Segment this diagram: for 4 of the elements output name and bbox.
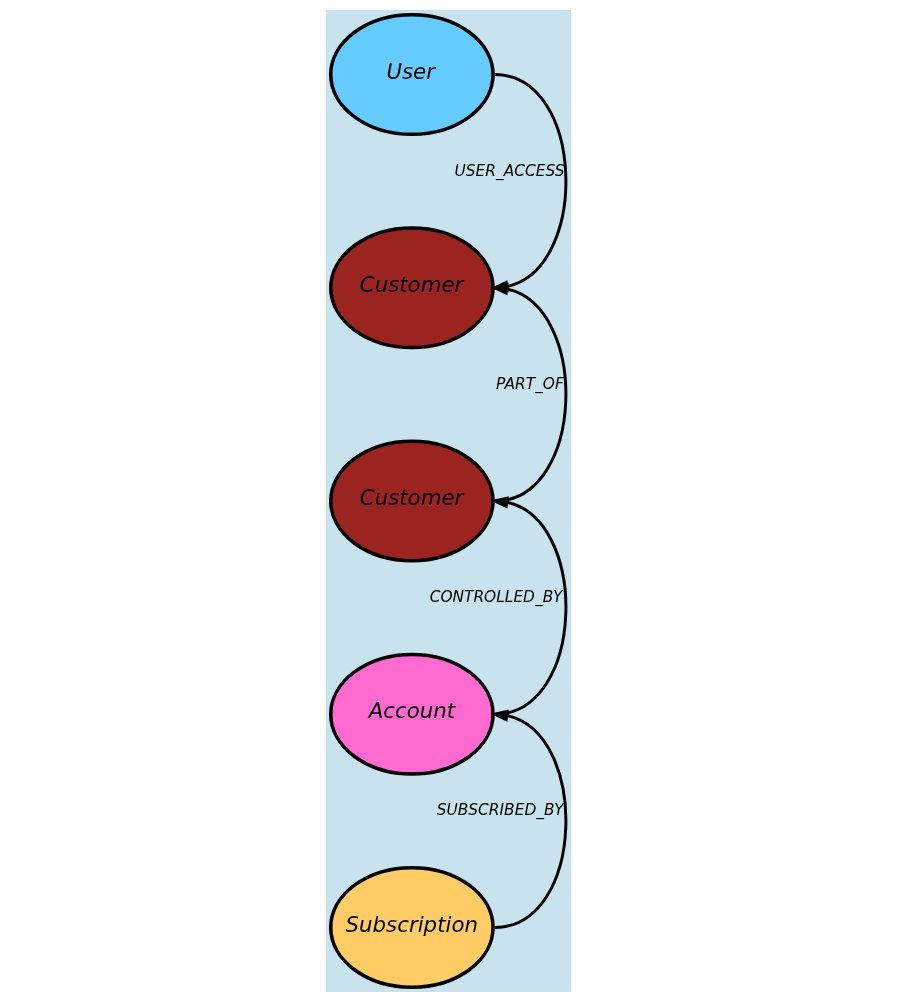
edge-label: CONTROLLED_BY	[429, 588, 563, 607]
edge-label: SUBSCRIBED_BY	[436, 801, 564, 820]
edge-label: PART_OF	[496, 374, 564, 393]
edge-label: USER_ACCESS	[454, 161, 565, 180]
